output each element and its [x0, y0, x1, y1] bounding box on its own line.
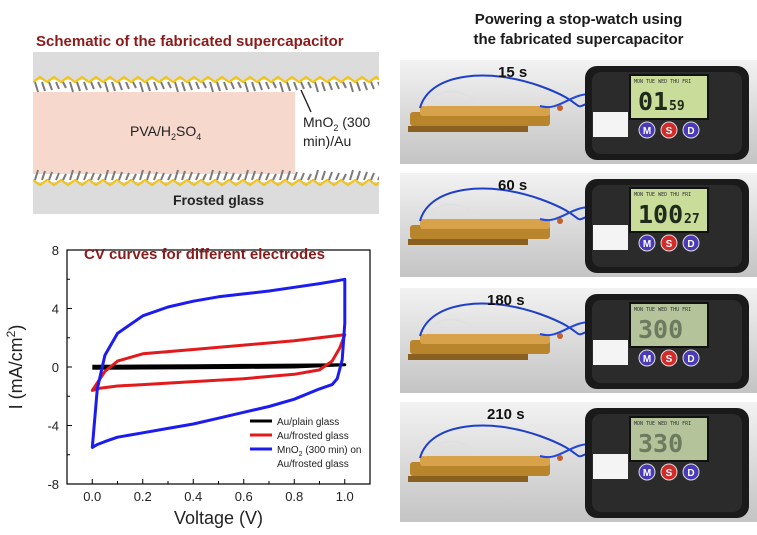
- electrode-label-line2: min)/Au: [303, 133, 351, 149]
- stopwatch-button: [682, 349, 700, 367]
- chart-title: CV curves for different electrodes: [84, 246, 325, 263]
- stopwatch-button-label: M: [643, 468, 651, 479]
- y-axis-label: I (mA/cm2): [4, 325, 26, 410]
- stopwatch-button: [638, 121, 656, 139]
- stopwatch-button: [660, 349, 678, 367]
- x-axis-label: Voltage (V): [174, 508, 263, 528]
- stopwatch-button: [682, 234, 700, 252]
- photos-title-line2: the fabricated supercapacitor: [473, 31, 684, 48]
- y-tick-label: -4: [47, 419, 59, 434]
- elapsed-time-label: 60 s: [498, 177, 528, 194]
- lcd-header: MON TUE WED THU FRI: [634, 421, 691, 427]
- x-tick-label: 1.0: [336, 489, 354, 504]
- x-tick-label: 0.0: [83, 489, 101, 504]
- stopwatch-button-label: D: [687, 126, 694, 137]
- legend-label: Au/plain glass: [277, 417, 339, 428]
- stopwatch-button-label: D: [687, 354, 694, 365]
- stopwatch-button-label: M: [643, 239, 651, 250]
- stopwatch-button: [682, 463, 700, 481]
- electrolyte-layer: [33, 92, 295, 174]
- legend-label: MnO2 (300 min) on: [277, 445, 362, 458]
- top-electrode: [33, 75, 379, 93]
- stopwatch-button-label: M: [643, 354, 651, 365]
- lcd-header: MON TUE WED THU FRI: [634, 79, 691, 85]
- elapsed-time-label: 210 s: [487, 406, 525, 423]
- y-tick-label: 0: [52, 360, 59, 375]
- lcd-main-digits: 330: [638, 429, 683, 458]
- series-line-0: [92, 363, 347, 370]
- y-tick-label: -8: [47, 477, 59, 492]
- elapsed-time-label: 180 s: [487, 292, 525, 309]
- y-tick-label: 4: [52, 302, 59, 317]
- schematic-title: Schematic of the fabricated supercapacit…: [36, 33, 344, 50]
- stopwatch-button: [638, 463, 656, 481]
- lcd-seconds-digits: 59: [669, 99, 685, 114]
- stopwatch-button-label: S: [666, 126, 673, 137]
- lcd-main-digits: 100: [638, 200, 683, 229]
- legend-label-cont: Au/frosted glass: [277, 459, 349, 470]
- electrode-pointer-line: [300, 89, 312, 113]
- stopwatch-button: [660, 463, 678, 481]
- supercapacitor-schematic: PVA/H2SO4 MnO2 (300 min)/Au Frosted glas…: [33, 52, 379, 214]
- photos-title: Powering a stop-watch using the fabricat…: [400, 10, 757, 50]
- elapsed-time-label: 15 s: [498, 64, 528, 81]
- x-tick-label: 0.4: [184, 489, 202, 504]
- substrate-label: Frosted glass: [173, 192, 264, 208]
- stopwatch-button: [638, 349, 656, 367]
- stopwatch-button: [660, 121, 678, 139]
- stopwatch-button-label: M: [643, 126, 651, 137]
- bottom-electrode: [33, 169, 379, 187]
- stopwatch-button-label: S: [666, 239, 673, 250]
- stopwatch-button: [682, 121, 700, 139]
- lcd-main-digits: 300: [638, 315, 683, 344]
- stopwatch-button: [660, 234, 678, 252]
- x-tick-label: 0.8: [285, 489, 303, 504]
- stopwatch-button-label: D: [687, 468, 694, 479]
- lcd-header: MON TUE WED THU FRI: [634, 307, 691, 313]
- stopwatch-button: [638, 234, 656, 252]
- top-glass: [33, 52, 379, 80]
- lcd-header: MON TUE WED THU FRI: [634, 192, 691, 198]
- electrolyte-label: PVA/H2SO4: [130, 123, 201, 142]
- lcd-main-digits: 01: [638, 87, 668, 116]
- bottom-glass: [33, 182, 379, 214]
- x-tick-label: 0.6: [235, 489, 253, 504]
- series-line-2: [90, 277, 347, 449]
- stopwatch-button-label: S: [666, 354, 673, 365]
- stopwatch-button-label: S: [666, 468, 673, 479]
- x-tick-label: 0.2: [134, 489, 152, 504]
- lcd-seconds-digits: 27: [684, 212, 700, 227]
- y-tick-label: 8: [52, 243, 59, 258]
- legend-label: Au/frosted glass: [277, 431, 349, 442]
- stopwatch-button-label: D: [687, 239, 694, 250]
- photos-title-line1: Powering a stop-watch using: [474, 11, 683, 28]
- series-line-1: [90, 333, 347, 392]
- electrode-label-line1: MnO2 (300: [303, 114, 370, 133]
